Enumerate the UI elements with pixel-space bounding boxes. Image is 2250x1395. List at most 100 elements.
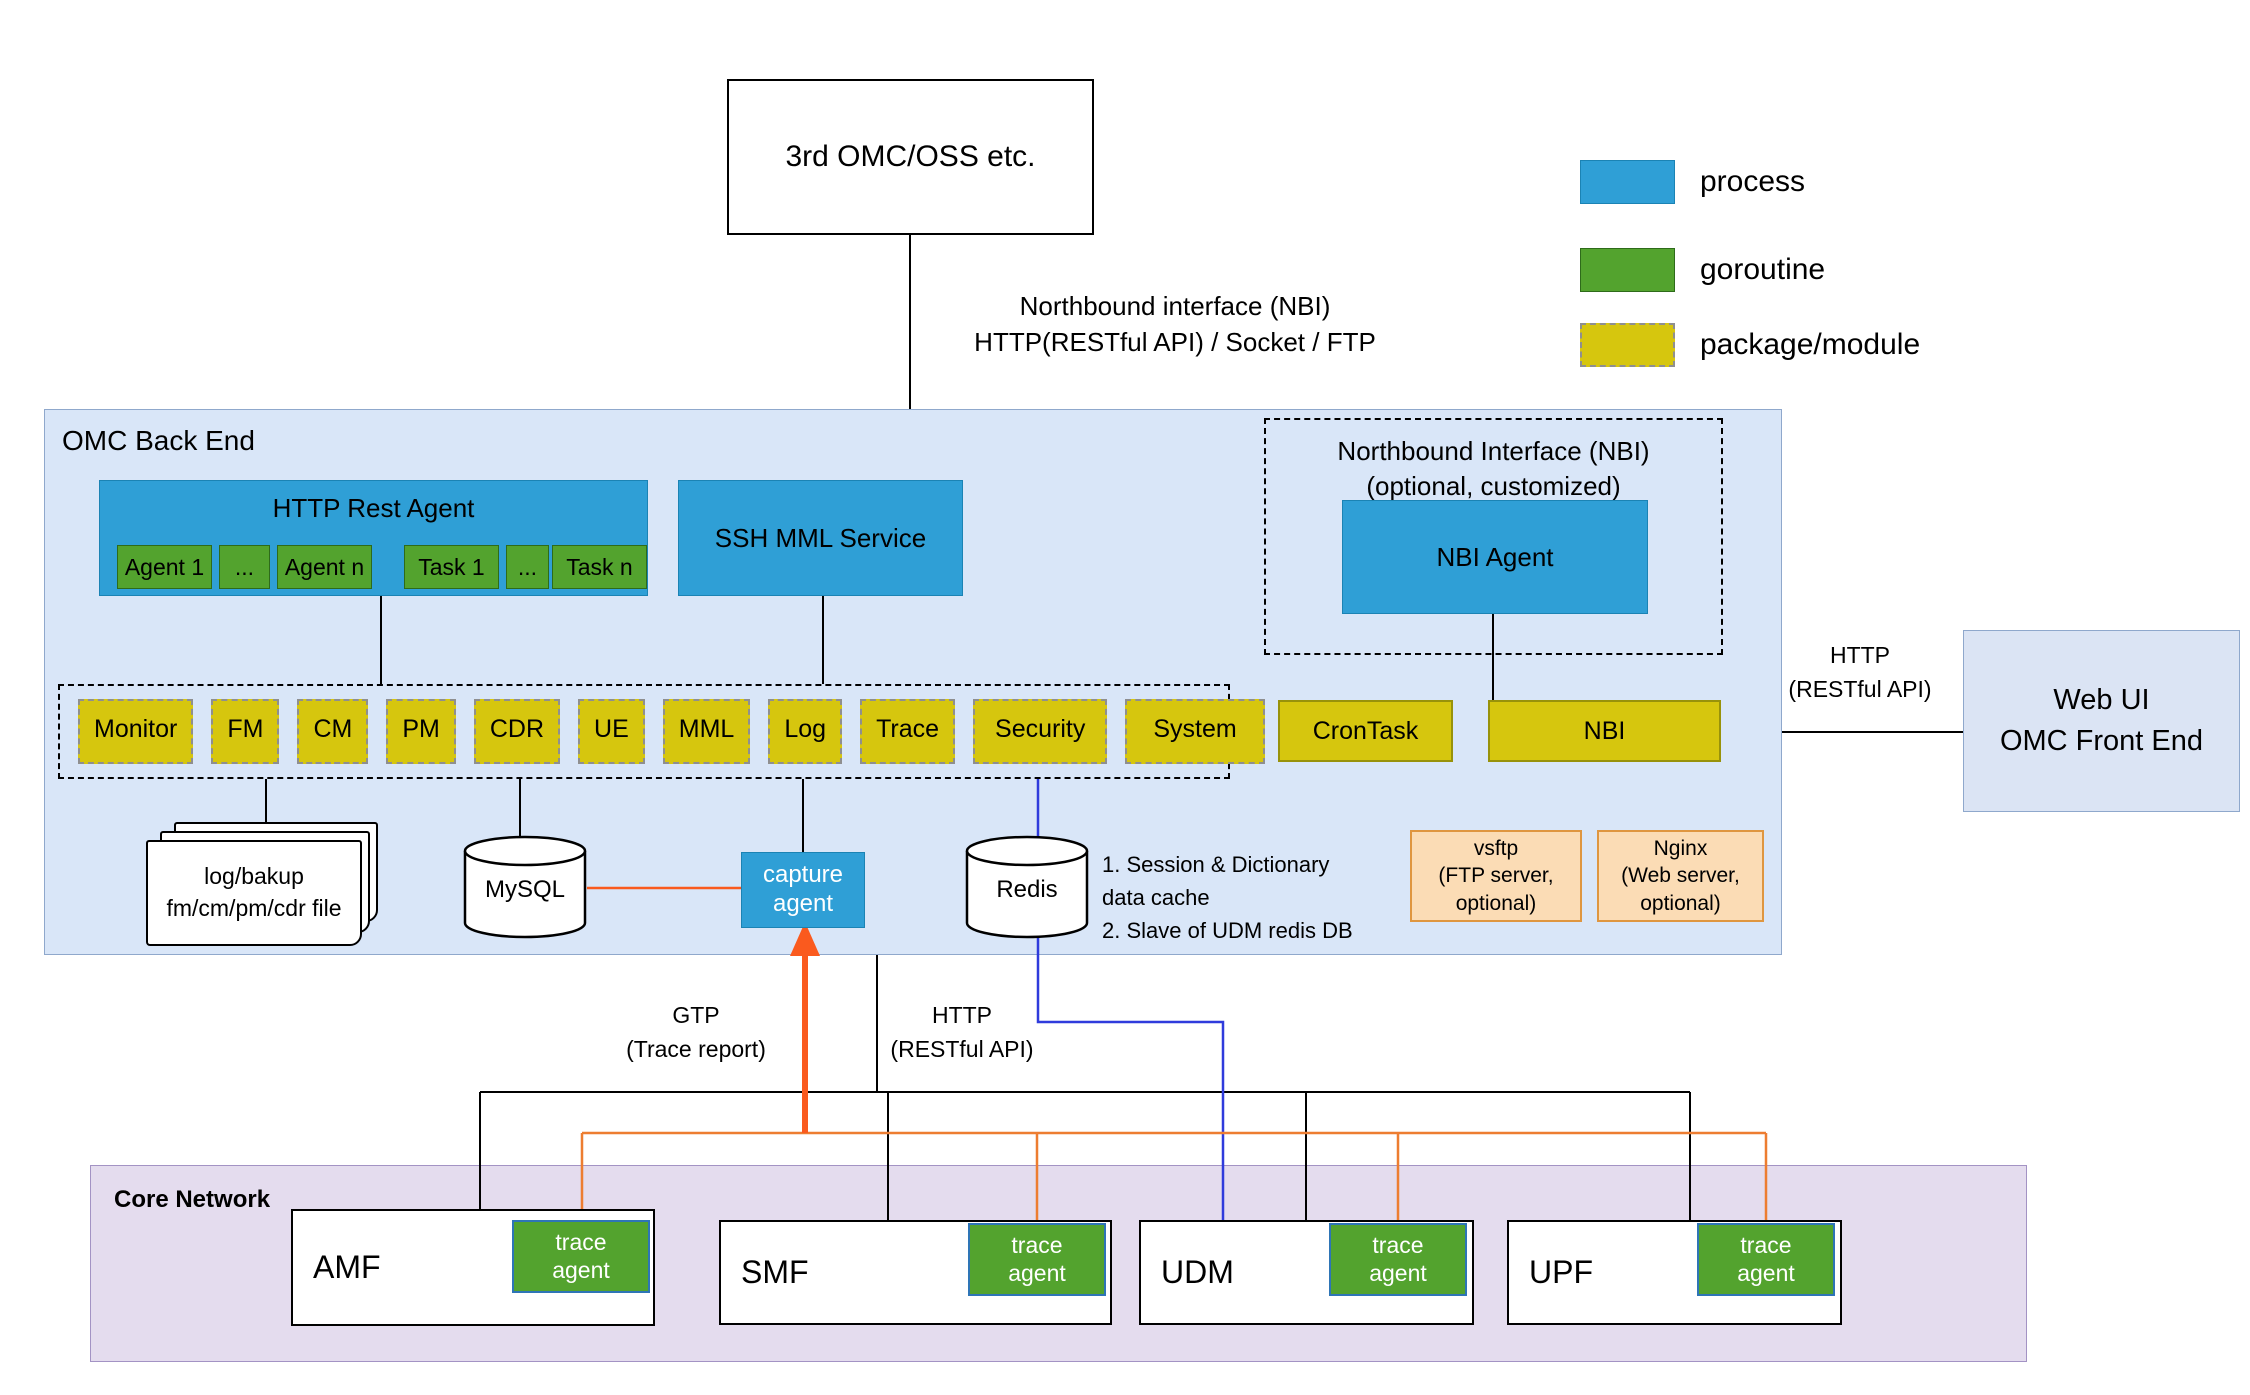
webui-line2: OMC Front End bbox=[1999, 725, 2204, 757]
nf-upf-box: UPF trace agent bbox=[1507, 1220, 1842, 1325]
nginx-line2: (Web server, bbox=[1621, 864, 1740, 888]
vsftp-line3: optional) bbox=[1455, 891, 1537, 915]
core-network-title: Core Network bbox=[114, 1186, 271, 1213]
nbi-agent-label: NBI Agent bbox=[1436, 541, 1554, 572]
agent-n-chip: Agent n bbox=[277, 545, 372, 589]
module-crontask-label: CronTask bbox=[1312, 716, 1419, 745]
gtp-line1: GTP bbox=[672, 1002, 720, 1028]
nbi-container-title2: (optional, customized) bbox=[1366, 471, 1621, 501]
nf-udm-trace-agent: trace agent bbox=[1329, 1223, 1467, 1296]
module-log: Log bbox=[768, 699, 843, 764]
http-rest-agent-title: HTTP Rest Agent bbox=[272, 493, 475, 523]
webui-http-label: HTTP (RESTful API) bbox=[1760, 638, 1960, 706]
task-n-chip: Task n bbox=[552, 545, 647, 589]
log-backup-files: log/bakup fm/cm/pm/cdr file bbox=[146, 822, 390, 952]
gtp-edge-label: GTP (Trace report) bbox=[596, 998, 796, 1066]
core-http-line2: (RESTful API) bbox=[890, 1036, 1034, 1062]
agent-1-chip: Agent 1 bbox=[117, 545, 212, 589]
nbi-edge-line2: HTTP(RESTful API) / Socket / FTP bbox=[974, 327, 1376, 357]
module-pm: PM bbox=[386, 699, 456, 764]
file-page-front: log/bakup fm/cm/pm/cdr file bbox=[146, 840, 362, 946]
nginx-box: Nginx (Web server, optional) bbox=[1597, 830, 1764, 922]
nf-amf-trace-label: trace agent bbox=[552, 1228, 610, 1283]
files-label-line2: fm/cm/pm/cdr file bbox=[166, 895, 342, 921]
redis-note-line3: 2. Slave of UDM redis DB bbox=[1102, 918, 1353, 943]
nf-udm-trace-label: trace agent bbox=[1369, 1231, 1427, 1286]
redis-note-line2: data cache bbox=[1102, 885, 1210, 910]
agent-1-label: Agent 1 bbox=[124, 553, 205, 580]
module-ue: UE bbox=[578, 699, 645, 764]
vsftp-line2: (FTP server, bbox=[1438, 864, 1554, 888]
nf-udm-box: UDM trace agent bbox=[1139, 1220, 1474, 1325]
nbi-edge-line1: Northbound interface (NBI) bbox=[1019, 291, 1331, 321]
task-dots-label: ... bbox=[517, 553, 538, 580]
webui-frontend-box: Web UI OMC Front End bbox=[1963, 630, 2240, 812]
files-label-line1: log/bakup bbox=[204, 863, 304, 889]
webui-line1: Web UI bbox=[2053, 684, 2150, 717]
nf-udm-label: UDM bbox=[1161, 1254, 1234, 1290]
module-trace: Trace bbox=[860, 699, 956, 764]
gtp-line2: (Trace report) bbox=[626, 1036, 766, 1062]
mysql-db: MySQL bbox=[463, 835, 587, 939]
vsftp-line1: vsftp bbox=[1473, 837, 1519, 861]
task-1-label: Task 1 bbox=[418, 553, 485, 580]
redis-note-line1: 1. Session & Dictionary bbox=[1102, 852, 1330, 877]
redis-label: Redis bbox=[996, 876, 1058, 903]
nf-smf-label: SMF bbox=[741, 1254, 809, 1290]
nbi-edge-label: Northbound interface (NBI) HTTP(RESTful … bbox=[895, 288, 1455, 360]
task-1-chip: Task 1 bbox=[404, 545, 499, 589]
module-system: System bbox=[1125, 699, 1265, 764]
module-security: Security bbox=[973, 699, 1108, 764]
nbi-agent-box: NBI Agent bbox=[1342, 500, 1648, 614]
nf-upf-trace-agent: trace agent bbox=[1697, 1223, 1835, 1296]
vsftp-box: vsftp (FTP server, optional) bbox=[1410, 830, 1582, 922]
ssh-mml-service-label: SSH MML Service bbox=[714, 522, 927, 553]
nf-smf-box: SMF trace agent bbox=[719, 1220, 1112, 1325]
legend-goroutine-swatch bbox=[1580, 248, 1675, 292]
nf-amf-trace-agent: trace agent bbox=[512, 1220, 650, 1293]
core-http-line1: HTTP bbox=[931, 1002, 993, 1028]
http-rest-agent-box: HTTP Rest Agent Agent 1 ... Agent n Task… bbox=[99, 480, 648, 596]
module-nbi: NBI bbox=[1488, 700, 1721, 762]
task-dots-chip: ... bbox=[506, 545, 549, 589]
module-crontask: CronTask bbox=[1278, 700, 1453, 762]
webui-http-line1: HTTP bbox=[1829, 642, 1891, 668]
mysql-cylinder-shape bbox=[463, 835, 587, 939]
agent-dots-chip: ... bbox=[219, 545, 270, 589]
legend-goroutine-label: goroutine bbox=[1700, 253, 1826, 286]
nbi-optional-container: Northbound Interface (NBI) (optional, cu… bbox=[1264, 418, 1723, 655]
module-cm: CM bbox=[297, 699, 369, 764]
legend-process-swatch bbox=[1580, 160, 1675, 204]
task-n-label: Task n bbox=[566, 553, 633, 580]
core-http-edge-label: HTTP (RESTful API) bbox=[862, 998, 1062, 1066]
ssh-mml-service-box: SSH MML Service bbox=[678, 480, 963, 596]
nf-upf-label: UPF bbox=[1529, 1254, 1593, 1290]
module-nbi-label: NBI bbox=[1583, 716, 1626, 745]
legend: process goroutine package/module bbox=[1580, 160, 2140, 390]
agent-n-label: Agent n bbox=[284, 553, 365, 580]
backend-title: OMC Back End bbox=[62, 425, 255, 456]
module-mml: MML bbox=[662, 699, 751, 764]
module-monitor: Monitor bbox=[78, 699, 194, 764]
module-cdr: CDR bbox=[473, 699, 561, 764]
capture-agent-box: capture agent bbox=[741, 852, 865, 928]
agent-dots-label: ... bbox=[234, 553, 255, 580]
capture-agent-label: capture agent bbox=[762, 861, 844, 917]
webui-http-line2: (RESTful API) bbox=[1788, 676, 1932, 702]
nf-amf-label: AMF bbox=[313, 1249, 381, 1285]
nf-upf-trace-label: trace agent bbox=[1737, 1231, 1795, 1286]
nginx-line1: Nginx bbox=[1653, 837, 1708, 861]
nbi-container-title1: Northbound Interface (NBI) bbox=[1337, 436, 1650, 466]
legend-process-label: process bbox=[1700, 165, 1806, 198]
module-fm: FM bbox=[211, 699, 280, 764]
nf-amf-box: AMF trace agent bbox=[291, 1209, 655, 1326]
module-row-container: Monitor FM CM PM CDR UE MML Log Trace Se… bbox=[58, 684, 1265, 779]
legend-module-label: package/module bbox=[1700, 328, 1921, 361]
third-party-omc-box: 3rd OMC/OSS etc. bbox=[727, 79, 1094, 235]
redis-cylinder-shape bbox=[965, 835, 1089, 939]
mysql-label: MySQL bbox=[484, 876, 565, 903]
redis-notes: 1. Session & Dictionary data cache 2. Sl… bbox=[1102, 848, 1422, 947]
nf-smf-trace-agent: trace agent bbox=[968, 1223, 1106, 1296]
nginx-line3: optional) bbox=[1640, 891, 1721, 915]
redis-db: Redis bbox=[965, 835, 1089, 939]
